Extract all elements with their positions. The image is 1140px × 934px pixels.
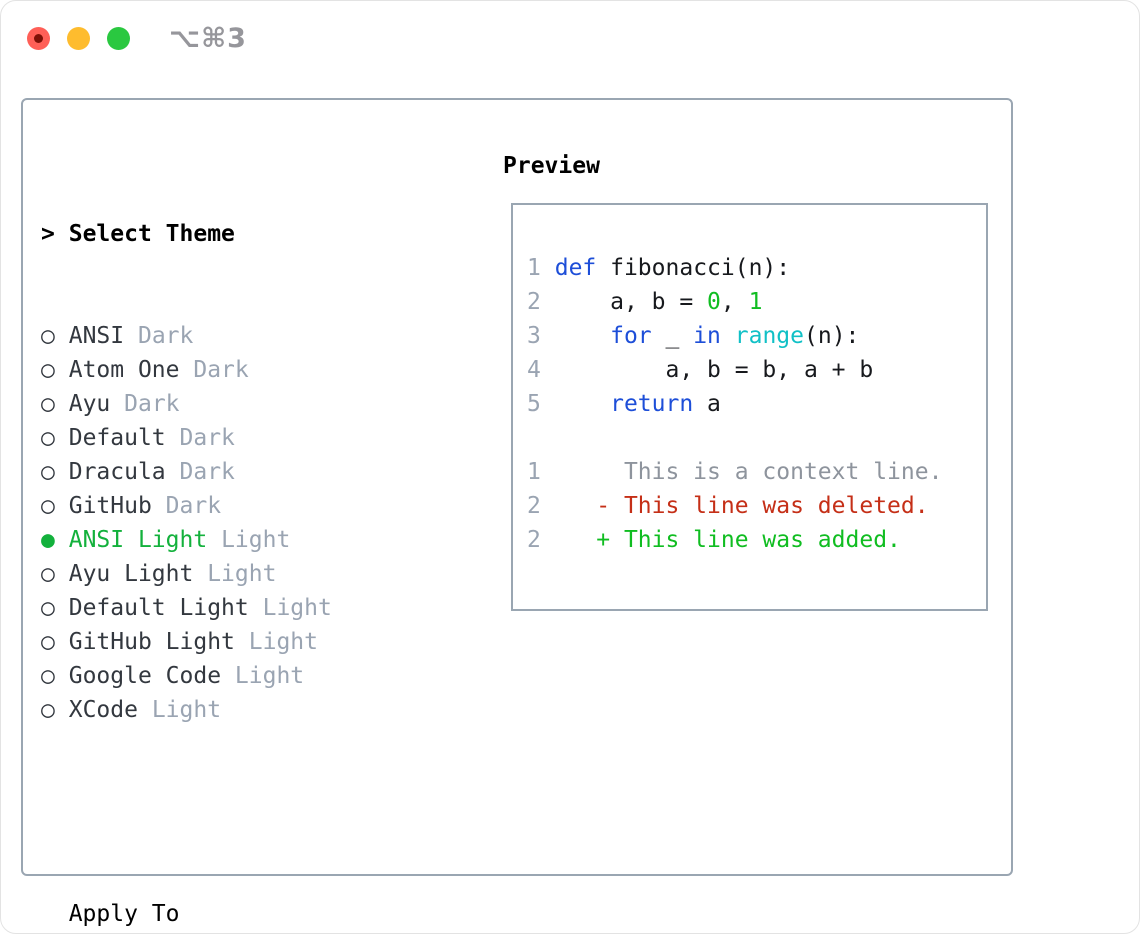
radio-unselected-icon: ○: [41, 663, 55, 689]
theme-variant: Light: [221, 527, 291, 553]
radio-unselected-icon: ○: [41, 561, 55, 587]
theme-name: Ayu: [68, 391, 111, 417]
theme-variant: Light: [151, 697, 222, 723]
theme-name: Ayu Light: [68, 561, 194, 587]
keyboard-shortcut-label: ⌥⌘3: [169, 23, 247, 54]
line-number: 2: [527, 527, 541, 553]
line-number: 1: [527, 459, 541, 485]
theme-name: Atom One: [68, 357, 180, 383]
radio-unselected-icon: ○: [41, 493, 55, 519]
theme-option[interactable]: ○ XCode Light: [41, 693, 443, 727]
diff-line-context: This is a context line.: [596, 459, 943, 485]
theme-option[interactable]: ○ Atom One Dark: [41, 353, 443, 387]
line-number: 1: [527, 255, 541, 281]
zoom-button[interactable]: [107, 27, 130, 50]
theme-variant: Light: [262, 595, 332, 621]
theme-option[interactable]: ○ ANSI Dark: [41, 319, 443, 353]
line-number: 2: [527, 493, 541, 519]
diff-line-added: + This line was added.: [596, 527, 901, 553]
radio-unselected-icon: ○: [41, 629, 55, 655]
theme-option[interactable]: ○ Dracula Dark: [41, 455, 443, 489]
diff-line-deleted: - This line was deleted.: [596, 493, 929, 519]
theme-variant: Dark: [165, 493, 222, 519]
apply-to-header: Apply To: [41, 897, 443, 931]
code-token: _: [651, 323, 694, 349]
code-token: in: [693, 323, 721, 349]
theme-variant: Dark: [124, 391, 180, 417]
theme-variant: Light: [248, 629, 318, 655]
theme-variant: Dark: [137, 323, 194, 349]
preview-title: Preview: [503, 153, 600, 179]
spacer: [41, 795, 443, 829]
code-token: 0: [707, 289, 721, 315]
radio-unselected-icon: ○: [41, 357, 55, 383]
theme-variant: Light: [207, 561, 277, 587]
code-token: a, b =: [554, 289, 708, 315]
theme-variant: Dark: [179, 459, 235, 485]
code-token: a, b = b, a + b: [554, 357, 874, 383]
theme-option[interactable]: ○ Google Code Light: [41, 659, 443, 693]
code-token: ,: [720, 289, 749, 315]
code-token: for: [610, 323, 652, 349]
line-number: 3: [527, 323, 541, 349]
titlebar: ⌥⌘3: [1, 1, 1139, 76]
theme-variant: Dark: [179, 425, 235, 451]
theme-name: Default: [68, 425, 166, 451]
theme-option[interactable]: ○ Default Dark: [41, 421, 443, 455]
radio-unselected-icon: ○: [41, 697, 55, 723]
theme-name: GitHub: [68, 493, 152, 519]
theme-option[interactable]: ○ Ayu Light Light: [41, 557, 443, 591]
theme-name: Default Light: [68, 595, 249, 621]
select-theme-header: > Select Theme: [41, 217, 443, 251]
theme-option[interactable]: ○ GitHub Dark: [41, 489, 443, 523]
preview-pane: 1 def fibonacci(n): 2 a, b = 0, 1 3 for …: [511, 203, 988, 611]
theme-name: GitHub Light: [68, 629, 235, 655]
code-token: [721, 323, 735, 349]
theme-selector: > Select Theme ○ ANSI Dark○ Atom One Dar…: [41, 149, 443, 933]
code-token: (n):: [804, 323, 860, 349]
theme-variant: Light: [234, 663, 305, 689]
theme-option[interactable]: ● ANSI Light Light: [41, 523, 443, 557]
radio-selected-icon: ●: [41, 527, 55, 553]
code-token: range: [734, 323, 805, 349]
theme-variant: Dark: [193, 357, 249, 383]
radio-unselected-icon: ○: [41, 425, 55, 451]
preview-code: 1 def fibonacci(n): 2 a, b = 0, 1 3 for …: [513, 205, 986, 557]
code-token: [555, 391, 610, 417]
select-theme-title: Select Theme: [68, 221, 235, 247]
theme-option[interactable]: ○ Ayu Dark: [41, 387, 443, 421]
code-token: a: [693, 391, 721, 417]
prompt-icon: >: [41, 221, 55, 247]
line-number: 4: [527, 357, 541, 383]
radio-unselected-icon: ○: [41, 323, 55, 349]
theme-name: Google Code: [68, 663, 222, 689]
minimize-button[interactable]: [67, 27, 90, 50]
theme-name: ANSI Light: [68, 527, 208, 553]
theme-name: XCode: [68, 697, 138, 723]
apply-to-title: Apply To: [68, 901, 180, 927]
theme-name: ANSI: [68, 323, 125, 349]
code-token: fibonacci(n):: [596, 255, 791, 281]
theme-list: ○ ANSI Dark○ Atom One Dark○ Ayu Dark○ De…: [41, 319, 443, 727]
radio-unselected-icon: ○: [41, 459, 55, 485]
code-token: [555, 323, 610, 349]
close-button[interactable]: [27, 27, 50, 50]
line-number: 2: [527, 289, 541, 315]
code-token: 1: [748, 289, 763, 315]
theme-option[interactable]: ○ Default Light Light: [41, 591, 443, 625]
radio-unselected-icon: ○: [41, 391, 55, 417]
line-number: 5: [527, 391, 541, 417]
theme-name: Dracula: [68, 459, 166, 485]
theme-dialog: > Select Theme ○ ANSI Dark○ Atom One Dar…: [21, 98, 1013, 927]
close-button-dot: [34, 34, 43, 43]
theme-option[interactable]: ○ GitHub Light Light: [41, 625, 443, 659]
code-token: return: [610, 391, 694, 417]
radio-unselected-icon: ○: [41, 595, 55, 621]
code-token: def: [554, 255, 597, 281]
